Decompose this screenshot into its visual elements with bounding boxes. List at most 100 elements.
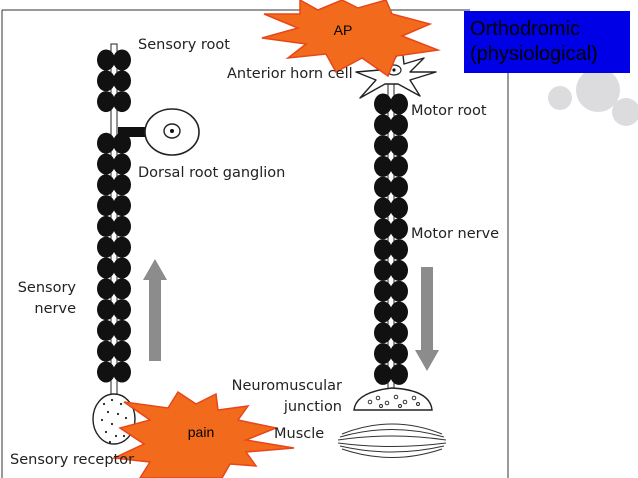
myelin-bead bbox=[113, 361, 131, 383]
myelin-bead bbox=[374, 114, 392, 136]
label-anterior-horn-cell: Anterior horn cell bbox=[227, 66, 353, 82]
myelin-bead bbox=[97, 49, 115, 71]
label-sensory-receptor: Sensory receptor bbox=[10, 452, 135, 468]
myelin-bead bbox=[97, 153, 115, 175]
myelin-bead bbox=[390, 176, 408, 198]
myelin-bead bbox=[374, 155, 392, 177]
receptor-granule bbox=[110, 422, 114, 426]
receptor-granule bbox=[104, 430, 108, 434]
myelin-bead bbox=[374, 218, 392, 240]
myelin-bead bbox=[113, 174, 131, 196]
myelin-bead bbox=[374, 93, 392, 115]
sensory-receptor bbox=[92, 393, 136, 445]
myelin-bead bbox=[113, 132, 131, 154]
myelin-bead bbox=[374, 322, 392, 344]
label-sensory-nerve-line2: nerve bbox=[34, 301, 76, 317]
myelin-bead bbox=[390, 259, 408, 281]
myelin-bead bbox=[97, 215, 115, 237]
myelin-bead bbox=[97, 174, 115, 196]
pain-burst-label: pain bbox=[187, 424, 215, 440]
sensory-myelin-segments bbox=[97, 49, 131, 383]
myelin-bead bbox=[113, 299, 131, 321]
myelin-bead bbox=[113, 319, 131, 341]
myelin-bead bbox=[113, 153, 131, 175]
myelin-bead bbox=[374, 343, 392, 365]
myelin-bead bbox=[97, 132, 115, 154]
myelin-bead bbox=[390, 114, 408, 136]
myelin-bead bbox=[113, 340, 131, 362]
myelin-bead bbox=[374, 280, 392, 302]
myelin-bead bbox=[113, 91, 131, 113]
label-dorsal-root-ganglion: Dorsal root ganglion bbox=[138, 165, 286, 181]
myelin-bead bbox=[374, 135, 392, 157]
receptor-granule bbox=[119, 402, 123, 406]
myelin-bead bbox=[390, 218, 408, 240]
receptor-granule bbox=[108, 440, 112, 444]
myelin-bead bbox=[390, 93, 408, 115]
myelin-bead bbox=[97, 91, 115, 113]
myelin-bead bbox=[374, 176, 392, 198]
receptor-granule bbox=[122, 434, 126, 438]
junction-vesicles bbox=[367, 394, 420, 408]
myelin-bead bbox=[374, 259, 392, 281]
neuromuscular-junction bbox=[353, 387, 433, 411]
myelin-bead bbox=[113, 195, 131, 217]
myelin-bead bbox=[97, 361, 115, 383]
myelin-bead bbox=[97, 319, 115, 341]
receptor-granule bbox=[100, 418, 104, 422]
gear-decoration bbox=[548, 68, 638, 126]
receptor-granule bbox=[124, 416, 128, 420]
motor-down-arrow bbox=[415, 267, 439, 371]
receptor-granule bbox=[114, 434, 118, 438]
slide-title-box: Orthodromic (physiological) bbox=[464, 11, 630, 73]
myelin-bead bbox=[390, 322, 408, 344]
label-motor-nerve: Motor nerve bbox=[411, 226, 500, 242]
sensory-up-arrow bbox=[143, 259, 167, 361]
myelin-bead bbox=[97, 257, 115, 279]
receptor-granule bbox=[106, 410, 110, 414]
label-muscle: Muscle bbox=[274, 426, 325, 442]
myelin-bead bbox=[374, 363, 392, 385]
ganglion-stalk bbox=[118, 127, 152, 137]
label-sensory-nerve-line1: Sensory bbox=[17, 280, 76, 296]
ganglion-nucleolus bbox=[170, 129, 174, 133]
label-neuromuscular-line2: junction bbox=[283, 399, 342, 415]
myelin-bead bbox=[113, 278, 131, 300]
label-sensory-root: Sensory root bbox=[138, 37, 230, 53]
slide-title-line2: (physiological) bbox=[470, 43, 598, 65]
myelin-bead bbox=[390, 301, 408, 323]
myelin-bead bbox=[97, 236, 115, 258]
myelin-bead bbox=[390, 280, 408, 302]
receptor-granule bbox=[116, 412, 120, 416]
myelin-bead bbox=[97, 195, 115, 217]
myelin-bead bbox=[390, 155, 408, 177]
pain-burst bbox=[111, 390, 295, 478]
myelin-bead bbox=[374, 301, 392, 323]
myelin-bead bbox=[390, 135, 408, 157]
myelin-bead bbox=[113, 70, 131, 92]
myelin-bead bbox=[390, 239, 408, 261]
myelin-bead bbox=[113, 236, 131, 258]
horn-cell-nucleolus bbox=[392, 68, 396, 72]
slide-title-line1: Orthodromic bbox=[470, 18, 581, 40]
label-neuromuscular-line1: Neuromuscular bbox=[231, 378, 342, 394]
myelin-bead bbox=[390, 343, 408, 365]
ap-burst-label: AP bbox=[333, 22, 353, 38]
myelin-bead bbox=[97, 278, 115, 300]
myelin-bead bbox=[113, 215, 131, 237]
receptor-granule bbox=[102, 402, 106, 406]
label-motor-root: Motor root bbox=[411, 103, 487, 119]
myelin-bead bbox=[374, 239, 392, 261]
myelin-bead bbox=[113, 257, 131, 279]
receptor-granule bbox=[110, 398, 114, 402]
myelin-bead bbox=[113, 49, 131, 71]
myelin-bead bbox=[390, 363, 408, 385]
myelin-bead bbox=[374, 197, 392, 219]
myelin-bead bbox=[97, 70, 115, 92]
myelin-bead bbox=[97, 340, 115, 362]
ap-burst bbox=[261, 0, 441, 78]
myelin-bead bbox=[97, 299, 115, 321]
motor-myelin-segments bbox=[374, 93, 408, 385]
